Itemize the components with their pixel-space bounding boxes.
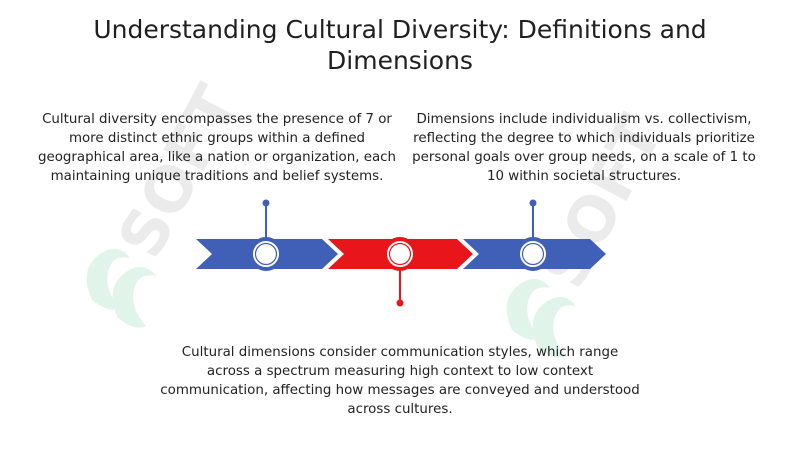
timeline-marker-2-inner (388, 242, 412, 266)
timeline-text-1: Cultural diversity encompasses the prese… (37, 112, 397, 184)
connector-dot-1 (262, 199, 270, 207)
timeline-text-2: Cultural dimensions consider communicati… (160, 345, 640, 417)
timeline-marker-1-inner (254, 242, 278, 266)
page-title: Understanding Cultural Diversity: Defini… (93, 15, 707, 75)
connector-dot-2 (396, 299, 404, 307)
connector-dot-3 (529, 199, 537, 207)
timeline-text-3: Dimensions include individualism vs. col… (412, 112, 756, 184)
timeline-marker-3-inner (521, 242, 545, 266)
